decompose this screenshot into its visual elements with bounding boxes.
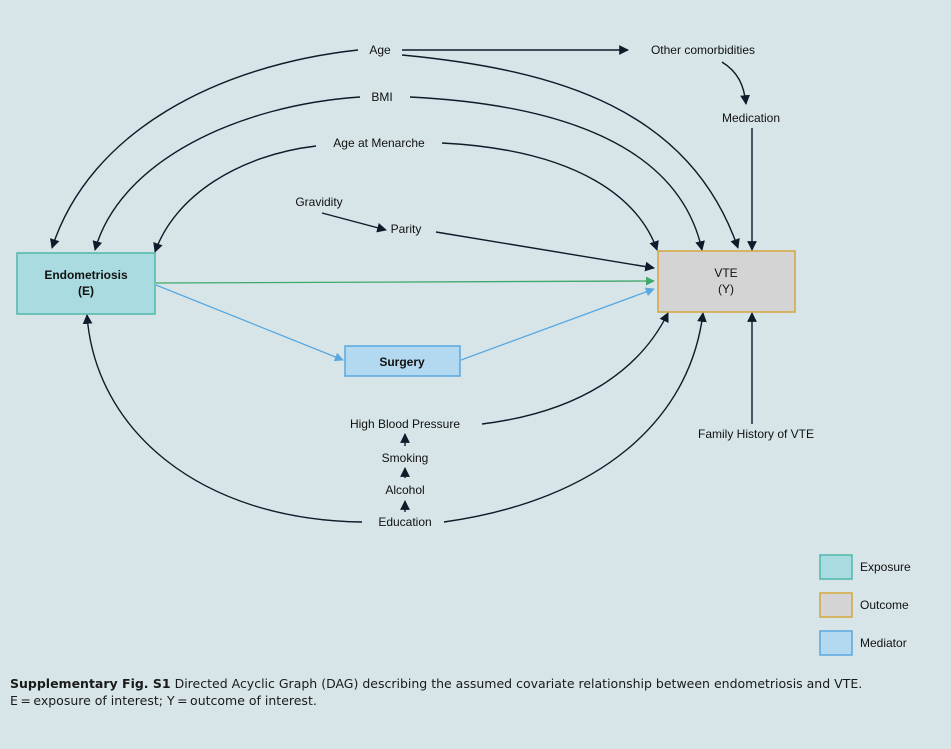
legend: Exposure Outcome Mediator	[819, 554, 911, 656]
edge-comorbidities-medication	[721, 61, 750, 105]
node-other-comorbidities: Other comorbidities	[651, 43, 755, 57]
edge-menarche-vte	[441, 142, 659, 251]
edge-age-vte	[401, 54, 740, 249]
legend-swatch-exposure	[819, 554, 853, 580]
node-age-at-menarche: Age at Menarche	[333, 136, 425, 150]
node-age: Age	[369, 43, 391, 57]
edge-education-endometriosis	[82, 314, 363, 523]
legend-exposure: Exposure	[860, 560, 911, 574]
node-bmi: BMI	[371, 90, 392, 104]
node-smoking: Smoking	[382, 451, 429, 465]
edge-menarche-endometriosis	[153, 145, 317, 253]
caption-line2: E = exposure of interest; Y = outcome of…	[10, 693, 317, 708]
edge-education-vte	[443, 312, 707, 523]
node-family-history: Family History of VTE	[698, 427, 814, 441]
dag-diagram: Endometriosis (E) VTE (Y) Surgery Age BM…	[16, 43, 911, 656]
node-surgery: Surgery	[344, 345, 461, 377]
node-vte: VTE (Y)	[657, 250, 796, 313]
edge-endometriosis-vte	[155, 276, 655, 286]
surgery-label: Surgery	[379, 355, 425, 369]
endometriosis-abbrev: (E)	[78, 284, 94, 298]
legend-swatch-mediator	[819, 630, 853, 656]
edge-gravidity-parity	[321, 212, 387, 233]
edge-endometriosis-surgery	[155, 284, 344, 362]
node-gravidity: Gravidity	[295, 195, 342, 209]
endometriosis-label: Endometriosis	[44, 268, 128, 282]
edge-hbp-vte	[481, 312, 669, 425]
node-endometriosis: Endometriosis (E)	[16, 252, 156, 315]
caption-text: Directed Acyclic Graph (DAG) describing …	[170, 676, 863, 691]
node-education: Education	[378, 515, 431, 529]
node-alcohol: Alcohol	[385, 483, 424, 497]
node-high-blood-pressure: High Blood Pressure	[350, 417, 460, 431]
vte-abbrev: (Y)	[718, 282, 734, 296]
legend-mediator: Mediator	[860, 636, 907, 650]
figure-caption: Supplementary Fig. S1 Directed Acyclic G…	[10, 675, 940, 709]
edge-bmi-vte	[409, 96, 705, 251]
vte-label: VTE	[714, 266, 737, 280]
legend-swatch-outcome	[819, 592, 853, 618]
caption-label: Supplementary Fig. S1	[10, 676, 171, 691]
node-parity: Parity	[391, 222, 422, 236]
edge-surgery-vte	[460, 287, 655, 361]
node-medication: Medication	[722, 111, 780, 125]
edge-parity-vte	[435, 231, 655, 272]
legend-outcome: Outcome	[860, 598, 909, 612]
edge-bmi-endometriosis	[92, 96, 361, 251]
edge-age-endometriosis	[50, 49, 359, 249]
